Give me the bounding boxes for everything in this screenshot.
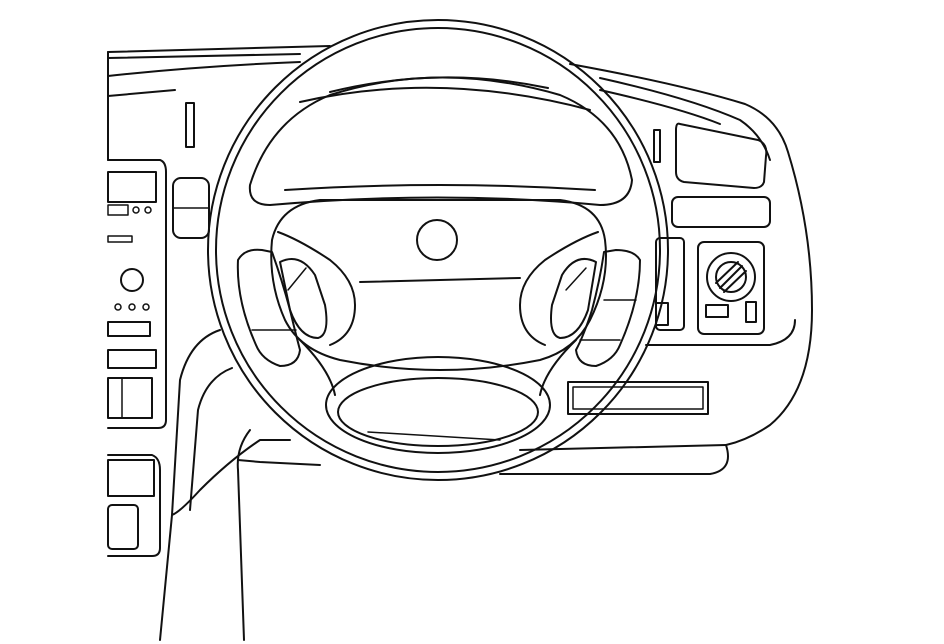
airbag-hub xyxy=(416,219,458,261)
dashboard-outline xyxy=(107,45,813,475)
center-console-panel xyxy=(107,159,167,557)
light-switch-knob xyxy=(706,252,756,302)
left-lower-panel xyxy=(159,329,321,641)
glove-compartment-slot xyxy=(567,381,709,415)
lower-spoke xyxy=(299,339,577,454)
right-spoke-buttons xyxy=(550,249,641,367)
right-small-slot xyxy=(653,129,661,163)
light-switch-panel xyxy=(697,241,765,335)
right-switch-bar xyxy=(671,196,771,228)
steering-wheel xyxy=(207,19,669,481)
right-vent xyxy=(675,122,768,189)
left-stalk-control xyxy=(172,177,210,239)
left-spoke-buttons xyxy=(236,248,328,367)
left-vertical-slot xyxy=(185,102,195,148)
